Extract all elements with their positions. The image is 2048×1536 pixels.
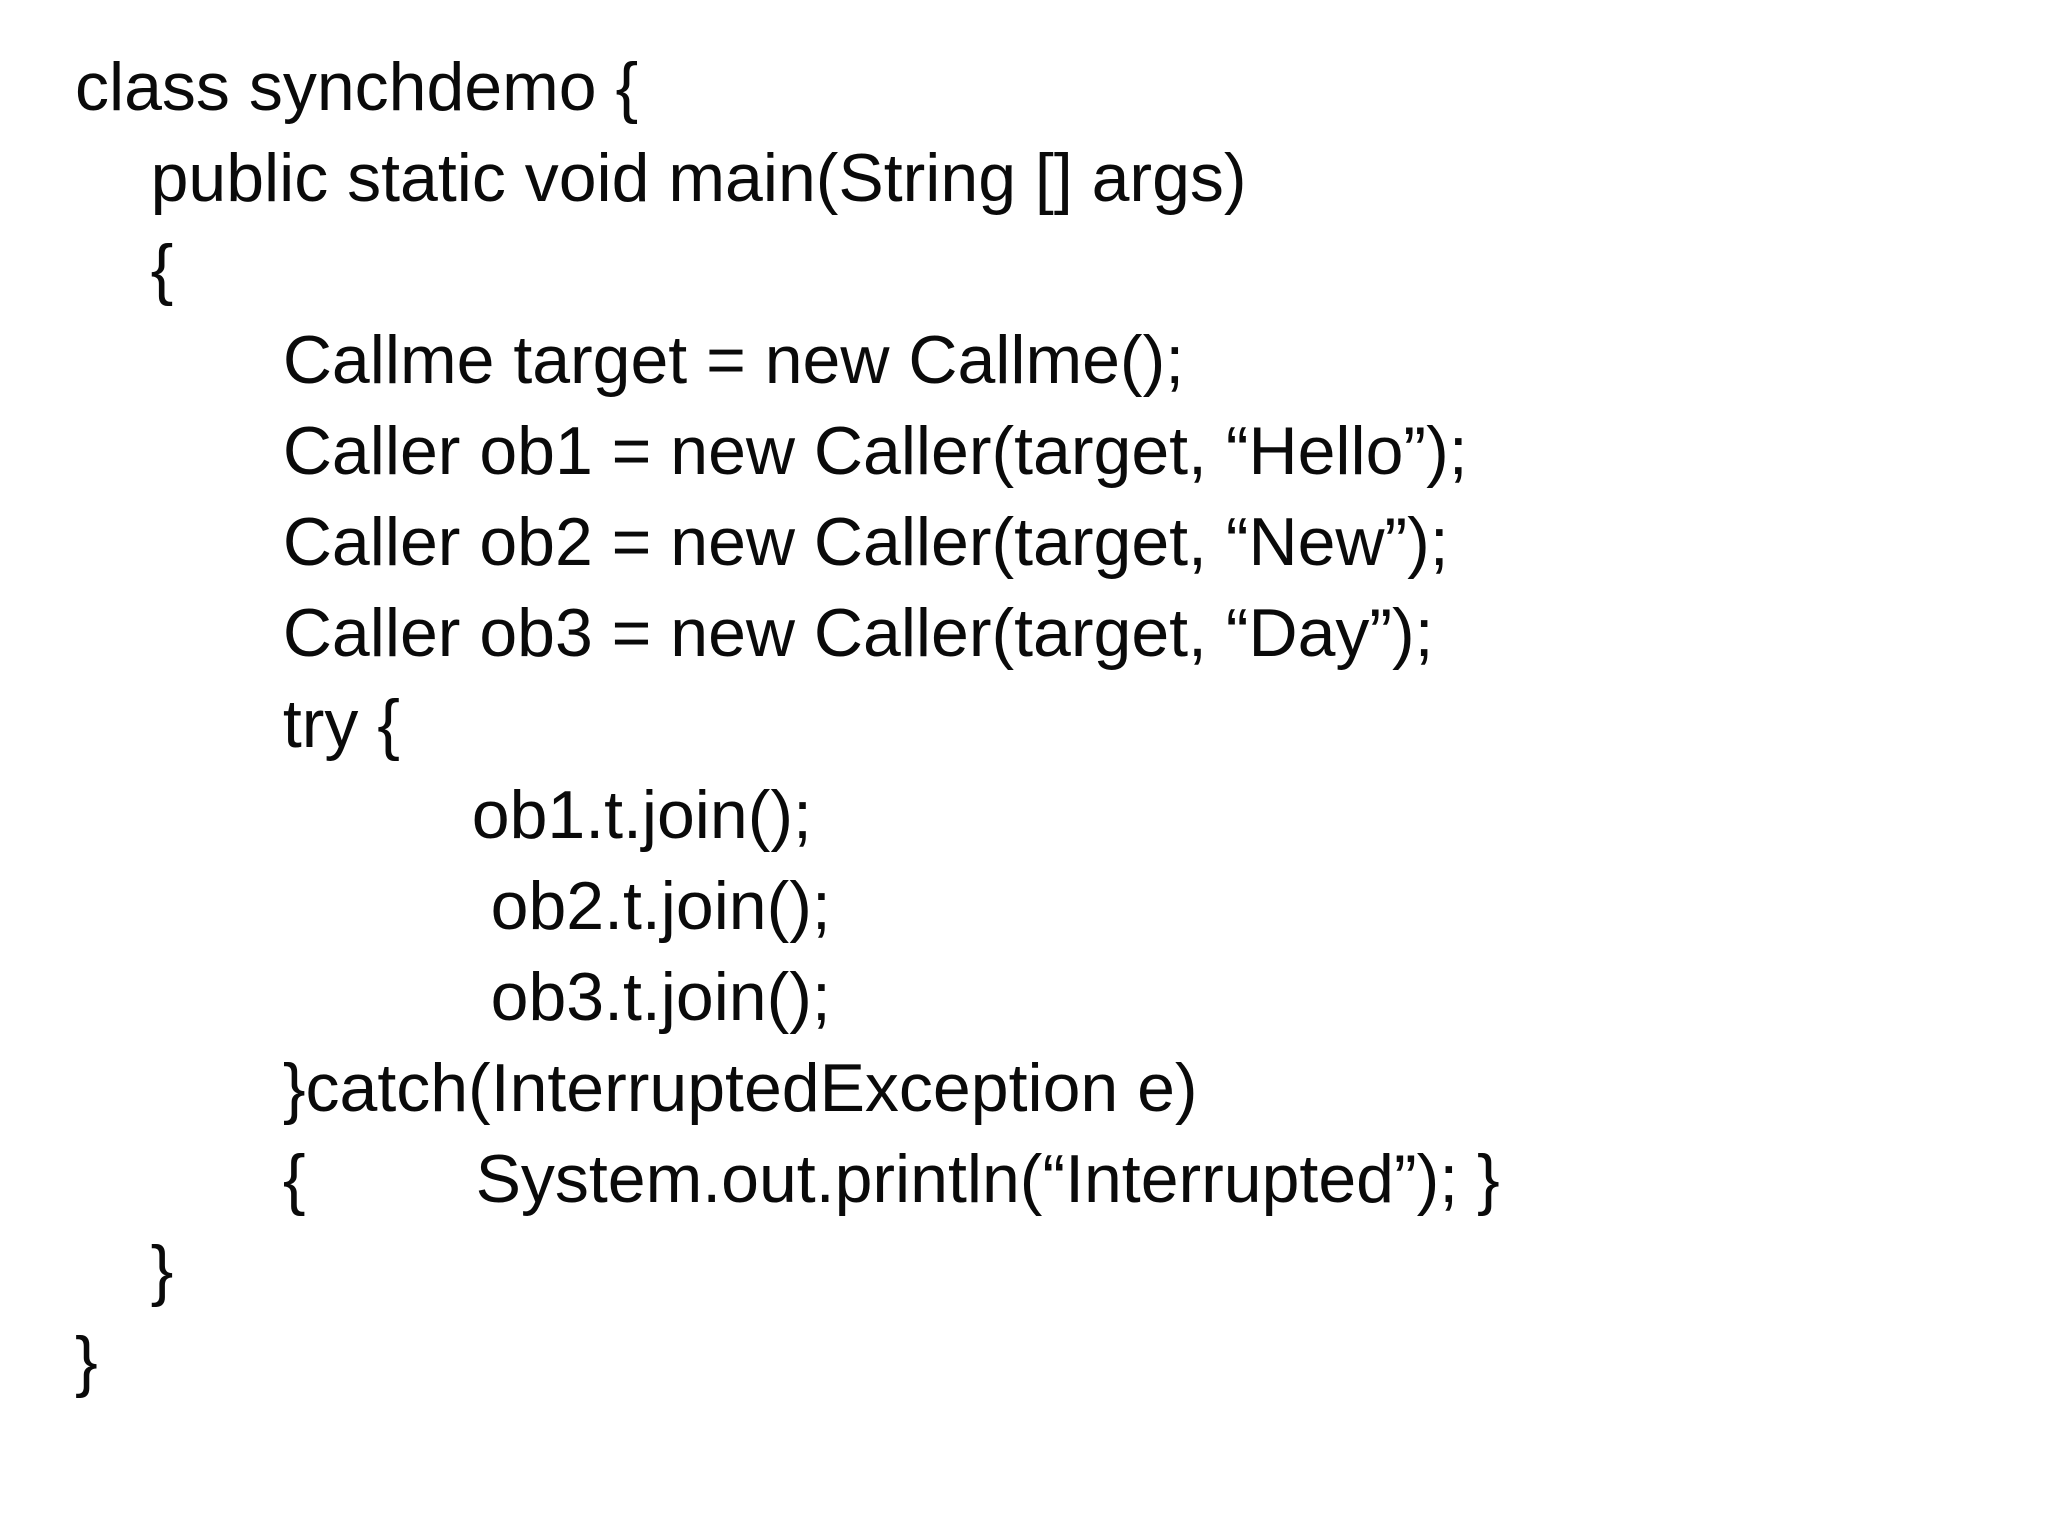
code-line-class-close-brace: } (75, 1323, 98, 1399)
code-line-main-close-brace: } (75, 1232, 174, 1308)
code-line-ob3-join: ob3.t.join(); (75, 959, 831, 1035)
code-line-caller-ob3: Caller ob3 = new Caller(target, “Day”); (75, 595, 1434, 671)
code-line-callme-target: Callme target = new Callme(); (75, 322, 1185, 398)
code-line-main-open-brace: { (75, 231, 174, 307)
code-line-catch: }catch(InterruptedException e) (75, 1050, 1198, 1126)
code-block: class synchdemo { public static void mai… (75, 49, 1500, 1399)
code-line-ob1-join: ob1.t.join(); (75, 777, 812, 853)
code-line-try-open: try { (75, 686, 400, 762)
code-line-main-method: public static void main(String [] args) (75, 140, 1247, 216)
code-line-class-declaration: class synchdemo { (75, 49, 639, 125)
code-line-ob2-join: ob2.t.join(); (75, 868, 831, 944)
code-line-caller-ob2: Caller ob2 = new Caller(target, “New”); (75, 504, 1449, 580)
code-line-caller-ob1: Caller ob1 = new Caller(target, “Hello”)… (75, 413, 1468, 489)
code-line-println-interrupted: { System.out.println(“Interrupted”); } (75, 1141, 1500, 1217)
